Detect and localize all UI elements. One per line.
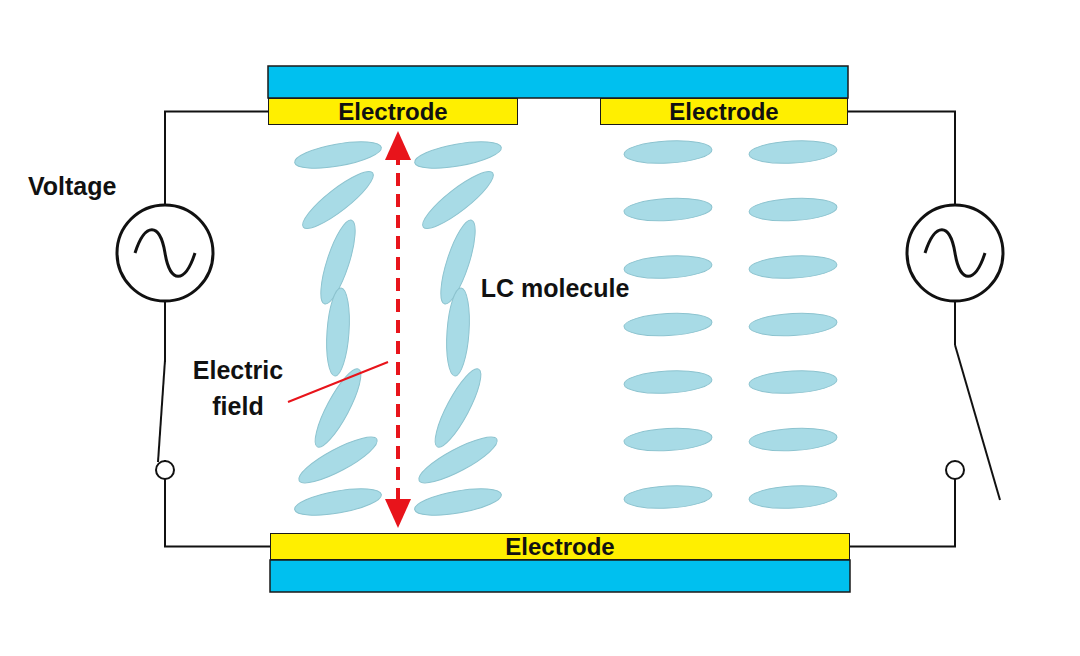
electrode: Electrode [268,98,518,125]
electrode-label: Electrode [505,533,614,561]
switch-open [946,345,1000,500]
leader-line [288,362,388,402]
lc-molecule [413,484,503,521]
lc-molecule [623,484,712,511]
voltage-label: Voltage [28,168,158,204]
lc-molecule [414,430,502,491]
lc-molecules [293,137,838,521]
lc-molecule [748,311,837,338]
lc-molecule [748,196,837,223]
lc-molecule-label: LC molecule [480,270,630,306]
electrode-label: Electrode [338,98,447,126]
electric-field-label: Electric field [168,352,308,425]
electrode: Electrode [270,533,850,560]
lc-molecule [623,254,712,281]
electrode-label: Electrode [669,98,778,126]
lc-molecule [324,287,352,376]
lc-molecule [748,254,837,281]
lc-molecule [444,287,472,376]
electrode: Electrode [600,98,848,125]
lc-molecule [297,164,380,236]
circuit-wire [848,112,955,547]
lc-molecule [417,164,500,236]
circuit-wire [165,112,270,547]
lc-molecule [294,430,382,491]
voltage-source [907,205,1003,301]
lc-molecule [748,369,837,396]
lc-molecule [413,137,503,174]
lc-molecule [623,369,712,396]
lc-molecule [748,426,837,453]
switch-closed [155,360,175,479]
lc-molecule [623,196,712,223]
lc-molecule [623,311,712,338]
electric-field-arrow [385,131,411,528]
lc-molecule [623,426,712,453]
voltage-source [117,205,213,301]
lc-molecule [623,139,712,166]
lc-molecule [293,484,383,521]
lc-molecule [748,139,837,166]
glass-plate [268,66,848,98]
glass-plate [270,560,850,592]
lc-molecule [748,484,837,511]
lc-molecule [293,137,383,174]
